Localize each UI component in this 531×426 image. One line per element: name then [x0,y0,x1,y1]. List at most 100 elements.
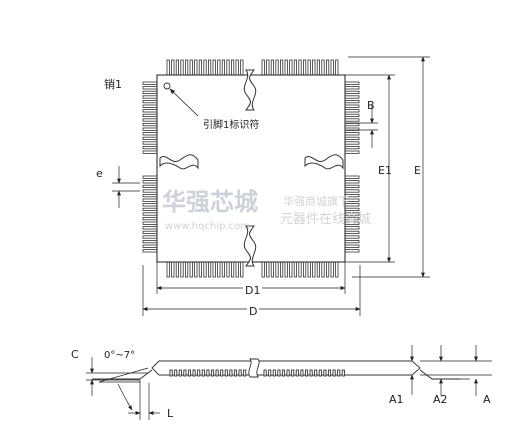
side-pin [327,369,332,377]
watermark-brand: 华强芯城 [162,188,258,216]
side-pin [304,369,309,377]
bottom-pin [275,261,279,278]
top-pin [321,59,325,76]
label-e1: E1 [378,164,392,177]
bottom-pin [194,261,198,278]
bottom-pin [240,261,244,278]
top-pin [217,59,221,76]
left-pin [142,141,158,145]
left-pin [142,226,158,230]
bottom-pin [221,261,225,278]
left-pin [142,95,158,99]
left-pin [142,123,158,127]
side-pin [286,369,290,377]
top-pin [207,59,212,76]
top-pin [261,59,265,76]
top-pin [270,59,275,76]
top-pin [335,59,339,76]
left-pin [142,127,158,131]
left-pin [142,180,158,184]
left-pin [142,189,158,193]
right-pin [344,136,360,140]
top-pin [240,59,244,76]
side-pins [169,369,345,377]
bottom-pin [289,261,293,278]
left-pin [142,90,158,94]
bottom-pin [171,261,175,278]
left-pin [142,118,158,122]
top-pin [302,59,307,76]
label-d: D [247,305,260,318]
left-pin [142,136,158,140]
side-pin [243,369,247,377]
bottom-pin [189,261,193,278]
left-lead [92,369,153,380]
top-pin [330,59,334,76]
right-pin [344,207,360,211]
top-pin [235,59,239,76]
right-lead [419,369,460,380]
side-pin [192,369,196,377]
right-pin [344,249,360,253]
side-pin [295,369,299,377]
left-pin [142,86,158,90]
left-pin [142,239,158,244]
bottom-pin [166,261,170,278]
top-pin [312,59,316,76]
top-pin [212,59,216,76]
right-pins [344,81,360,253]
right-pin [344,239,360,244]
side-body [151,360,421,376]
bottom-pin [330,261,334,278]
right-pin [344,109,360,113]
side-view [92,358,460,380]
left-pin [142,212,158,216]
label-a2: A2 [433,393,448,406]
top-pin [289,59,293,76]
side-pin [215,369,219,377]
watermark-line1: 华强商城旗下 [283,195,349,208]
side-pin [183,369,187,377]
bottom-pin [235,261,239,278]
right-pin [344,132,360,136]
right-pin [344,141,360,145]
dim-e1 [345,74,395,263]
bottom-pin [230,261,235,278]
left-pin [142,193,158,198]
top-pin [175,59,179,76]
left-pin [142,100,158,104]
left-pin [142,249,158,253]
label-angle: 0°~7° [104,350,136,361]
side-pin [210,369,215,377]
side-break [248,358,260,378]
side-pin [229,369,233,377]
side-pin [206,369,210,377]
side-pin [277,369,281,377]
right-pin [344,118,360,122]
top-pin [198,59,202,76]
break-marks [159,69,344,267]
side-pin [201,369,205,377]
right-pin [344,180,360,184]
right-pin [344,184,360,188]
left-pin [142,150,158,154]
pin1-label: 销1 [104,78,122,91]
right-pin [344,90,360,94]
side-pin [169,369,173,377]
left-pin [142,109,158,113]
side-pin [268,369,272,377]
left-pin [142,184,158,188]
pin1-marker-label: 引脚1标识符 [203,120,260,131]
top-pin [316,59,321,76]
bottom-pin [203,261,207,278]
bottom-pin [335,261,339,278]
right-pin [344,230,360,234]
left-pin [142,81,158,85]
side-pin [318,369,322,377]
side-pin [220,369,224,377]
left-pins [142,81,158,253]
bottom-pin [321,261,325,278]
left-pin [142,216,158,221]
bottom-pin [279,261,284,278]
